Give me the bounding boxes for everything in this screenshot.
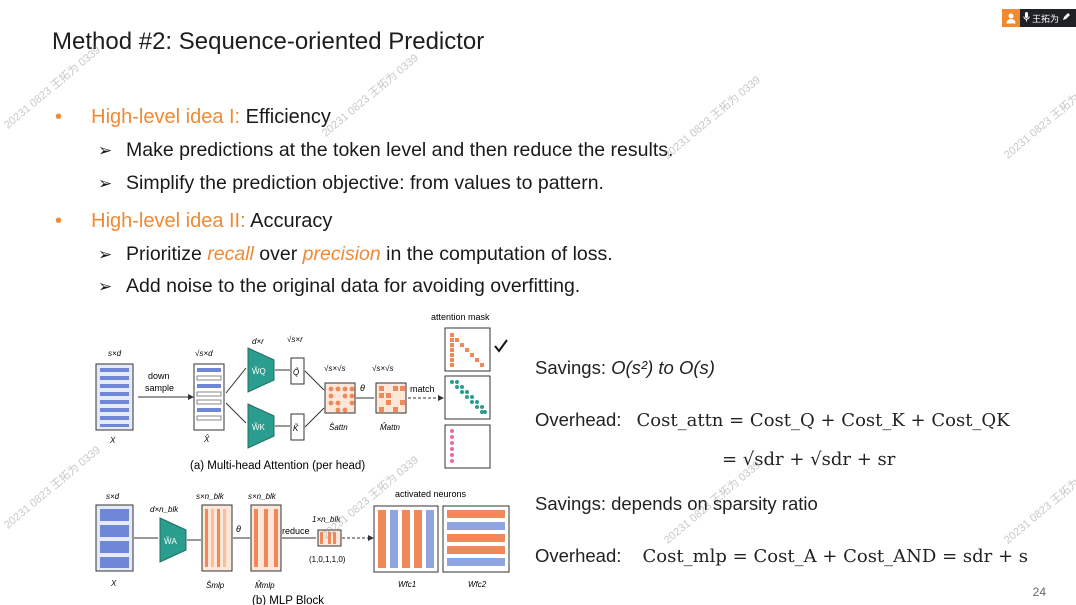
overhead-mlp: Overhead: Cost_mlp = Cost_A + Cost_AND =… xyxy=(535,545,1028,567)
arrow-bullet-icon: ➢ xyxy=(98,141,113,160)
label-k: K̃ xyxy=(293,424,299,433)
label-sxd: s×d xyxy=(106,492,120,501)
caption-a: (a) Multi-head Attention (per head) xyxy=(190,460,365,472)
user-avatar-icon xyxy=(1002,9,1020,27)
label-sxn-blk: s×n_blk xyxy=(248,492,277,501)
savings-attention: Savings: O(s²) to O(s) xyxy=(535,357,715,379)
overhead-mlp-formula: Cost_mlp = Cost_A + Cost_AND = sdr + s xyxy=(642,546,1029,567)
overhead-label: Overhead: xyxy=(535,545,622,566)
sub-bullet-text: Add noise to the original data for avoid… xyxy=(126,275,581,297)
label-sxd: s×d xyxy=(108,349,122,358)
idea-1-label: High-level idea I: xyxy=(91,106,241,128)
label-s-attn: Ŝattn xyxy=(329,423,348,432)
label-sample: sample xyxy=(145,383,174,393)
label-match: match xyxy=(410,384,435,394)
arrow-bullet-icon: ➢ xyxy=(98,245,113,264)
sub-bullet: ➢ Add noise to the original data for avoi… xyxy=(98,275,580,298)
label-dxn-blk: d×n_blk xyxy=(150,505,179,514)
label-reduce: reduce xyxy=(282,526,310,536)
idea-2-label: High-level idea II: xyxy=(91,210,246,232)
slide-title: Method #2: Sequence-oriented Predictor xyxy=(52,28,485,55)
watermark: 20231 0823 王拓为 0339 xyxy=(319,52,421,140)
label-s-mlp: Ŝmlp xyxy=(206,581,225,590)
label-xhat: X̂ xyxy=(203,435,210,444)
mic-icon xyxy=(1023,12,1030,24)
text-part: over xyxy=(253,243,303,265)
sub-bullet: ➢ Prioritize recall over precision in the… xyxy=(98,243,613,266)
overhead-attn-formula-line2: = √sdr + √sdr + sr xyxy=(722,449,896,470)
label-sqrt-s-sqrt-s: √s×√s xyxy=(372,364,393,373)
matrix-xhat xyxy=(193,363,225,431)
label-sqrt-s-sqrt-s: √s×√s xyxy=(324,364,345,373)
label-x: X xyxy=(110,579,117,588)
arrow-bullet-icon: ➢ xyxy=(98,277,113,296)
overhead-attention: Overhead: Cost_attn = Cost_Q + Cost_K + … xyxy=(535,409,1010,431)
overhead-label: Overhead: xyxy=(535,409,622,430)
sub-bullet-text: Simplify the prediction objective: from … xyxy=(126,172,604,194)
sub-bullet: ➢ Make predictions at the token level and… xyxy=(98,139,673,162)
text-part: in the computation of loss. xyxy=(380,243,613,265)
pencil-icon xyxy=(1062,13,1071,23)
check-icon xyxy=(494,339,508,353)
savings-mlp: Savings: depends on sparsity ratio xyxy=(535,493,818,514)
label-sqrt-sxr: √s×r xyxy=(287,335,303,344)
label-theta: θ xyxy=(360,383,365,393)
sub-bullet: ➢ Simplify the prediction objective: from… xyxy=(98,172,604,195)
savings-expr: O(s²) to O(s) xyxy=(611,357,715,378)
label-activated-neurons: activated neurons xyxy=(395,489,467,499)
label-x: X xyxy=(109,436,116,445)
page-number: 24 xyxy=(1032,585,1046,599)
caption-b: (b) MLP Block xyxy=(252,595,324,605)
label-wk: W̃K xyxy=(252,423,266,432)
weight-wq xyxy=(247,347,275,393)
label-wfc2: Wfc2 xyxy=(468,580,487,589)
participant-name: 王拓为 xyxy=(1032,13,1060,24)
label-sxn-blk: s×n_blk xyxy=(196,492,225,501)
watermark: 20231 0823 王拓为 0339 xyxy=(661,74,763,162)
sub-bullet-text: Make predictions at the token level and … xyxy=(126,139,674,161)
bullet-dot-icon: • xyxy=(55,106,63,128)
watermark: 20231 0823 王拓为 0339 xyxy=(1001,74,1076,162)
label-wfc1: Wfc1 xyxy=(398,580,416,589)
arrow-bullet-icon: ➢ xyxy=(98,174,113,193)
savings-label: Savings: xyxy=(535,357,612,378)
label-m-mlp: M̂mlp xyxy=(255,581,275,590)
label-wq: W̃Q xyxy=(252,367,266,376)
bullet-idea-1: • High-level idea I: Efficiency xyxy=(55,106,331,129)
label-q: Q̃ xyxy=(293,368,299,377)
bullet-idea-2: • High-level idea II: Accuracy xyxy=(55,210,332,233)
matrix-k xyxy=(290,413,305,441)
label-down: down xyxy=(148,371,170,381)
label-attention-mask: attention mask xyxy=(431,312,490,322)
figure-mlp-block: s×d X d×n_blk W̃A s×n_blk Ŝmlp θ s×n_blk… xyxy=(95,489,510,605)
matrix-q xyxy=(290,357,305,385)
label-1xnblk: 1×n_blk xyxy=(312,515,341,524)
emphasis-recall: recall xyxy=(207,243,254,265)
label-theta: θ xyxy=(236,524,241,534)
label-dxr: d×r xyxy=(252,337,264,346)
meeting-participant-badge[interactable]: 王拓为 xyxy=(1002,9,1076,27)
label-sqrt-sxd: √s×d xyxy=(195,349,213,358)
idea-1-value: Efficiency xyxy=(245,106,331,128)
watermark: 20231 0823 王拓为 0339 xyxy=(1001,459,1076,547)
label-m-attn: M̂attn xyxy=(380,423,401,432)
matrix-x xyxy=(95,363,134,431)
weight-wa xyxy=(159,517,187,563)
bullet-dot-icon: • xyxy=(55,210,63,232)
figure-multihead-attention: s×d X down sample √s×d X̂ d×r W̃Q W̃K √s… xyxy=(95,312,508,472)
label-wa: W̃A xyxy=(164,537,178,546)
overhead-attn-formula: Cost_attn = Cost_Q + Cost_K + Cost_QK xyxy=(636,410,1010,431)
idea-2-value: Accuracy xyxy=(250,210,333,232)
label-vector: (1,0,1,1,0) xyxy=(309,555,346,564)
emphasis-precision: precision xyxy=(302,243,381,265)
text-part: Prioritize xyxy=(126,243,208,265)
weight-wk xyxy=(247,403,275,449)
